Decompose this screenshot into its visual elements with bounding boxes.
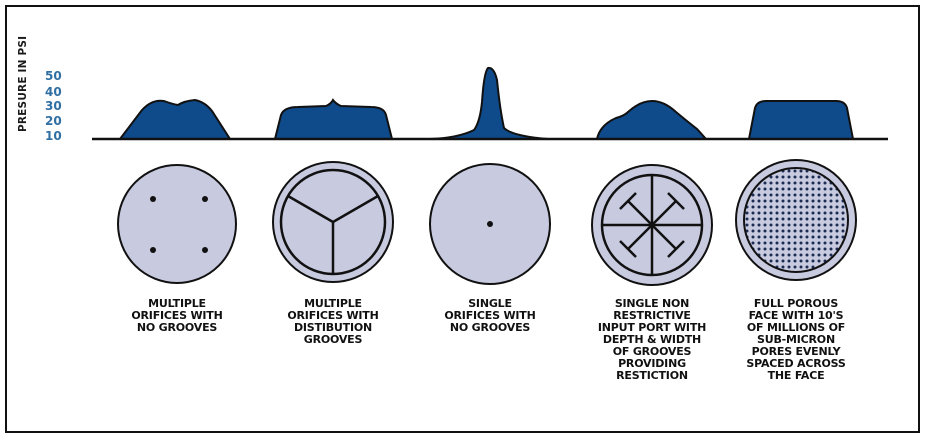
caption-1: MULTIPLE ORIFICES WITH NO GROOVES (131, 297, 223, 334)
tick-30: 30 (45, 99, 62, 113)
disc-distribution-grooves (272, 161, 394, 283)
caption-5: FULL POROUS FACE WITH 10'S OF MILLIONS O… (746, 297, 846, 382)
caption-2: MULTIPLE ORIFICES WITH DISTIBUTION GROOV… (287, 297, 379, 346)
pressure-profile-4 (595, 99, 709, 140)
disc-multiple-orifices (117, 164, 237, 284)
caption-3: SINGLE ORIFICES WITH NO GROOVES (444, 297, 536, 334)
pressure-profile-3 (429, 66, 549, 140)
tick-10: 10 (45, 129, 62, 143)
caption-4: SINGLE NON RESTRICTIVE INPUT PORT WITH D… (597, 297, 707, 382)
disc-porous-face (735, 159, 857, 281)
disc-restrictive-grooves (591, 164, 713, 286)
pressure-profile-1 (117, 98, 232, 140)
tick-40: 40 (45, 85, 62, 99)
disc-single-orifice (429, 163, 551, 285)
pressure-profile-5 (747, 100, 855, 140)
tick-50: 50 (45, 69, 62, 83)
pressure-profile-2 (273, 98, 394, 140)
tick-20: 20 (45, 114, 62, 128)
diagram-frame (5, 5, 920, 433)
